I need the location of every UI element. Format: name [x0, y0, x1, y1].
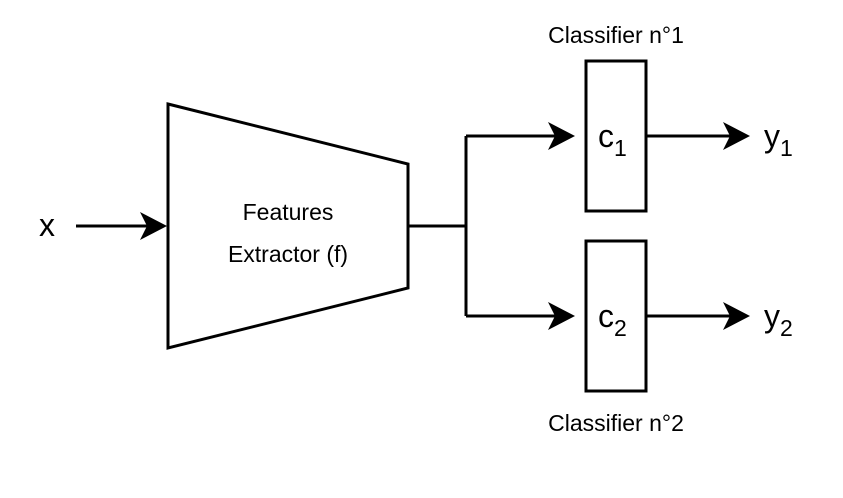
classifier-1-index: 1: [614, 135, 627, 161]
classifier-1-label: c1: [598, 118, 627, 161]
classifier-2-symbol: c: [598, 298, 614, 334]
output-arrow-1: [646, 122, 750, 150]
features-extractor-block: [166, 102, 410, 350]
classifier-2-block: [584, 239, 648, 393]
input-arrow: [76, 212, 167, 240]
split-connector: [408, 136, 468, 316]
classifier-1-block: [584, 59, 648, 213]
classifier-2-label: c2: [598, 298, 627, 341]
output-1-symbol: y: [764, 118, 780, 154]
extractor-label-line1: Features: [243, 199, 334, 225]
extractor-label-line2: Extractor (f): [228, 241, 348, 267]
classifier-1-title: Classifier n°1: [548, 22, 684, 48]
output-1-label: y1: [764, 118, 793, 161]
input-label: x: [39, 207, 55, 243]
classifier-2-index: 2: [614, 315, 627, 341]
arrow-to-classifier-1: [466, 122, 575, 150]
output-arrow-2: [646, 302, 750, 330]
output-2-label: y2: [764, 298, 793, 341]
output-2-index: 2: [780, 315, 793, 341]
classifier-1-symbol: c: [598, 118, 614, 154]
output-2-symbol: y: [764, 298, 780, 334]
arrow-to-classifier-2: [466, 302, 575, 330]
output-1-index: 1: [780, 135, 793, 161]
classifier-2-title: Classifier n°2: [548, 410, 684, 436]
